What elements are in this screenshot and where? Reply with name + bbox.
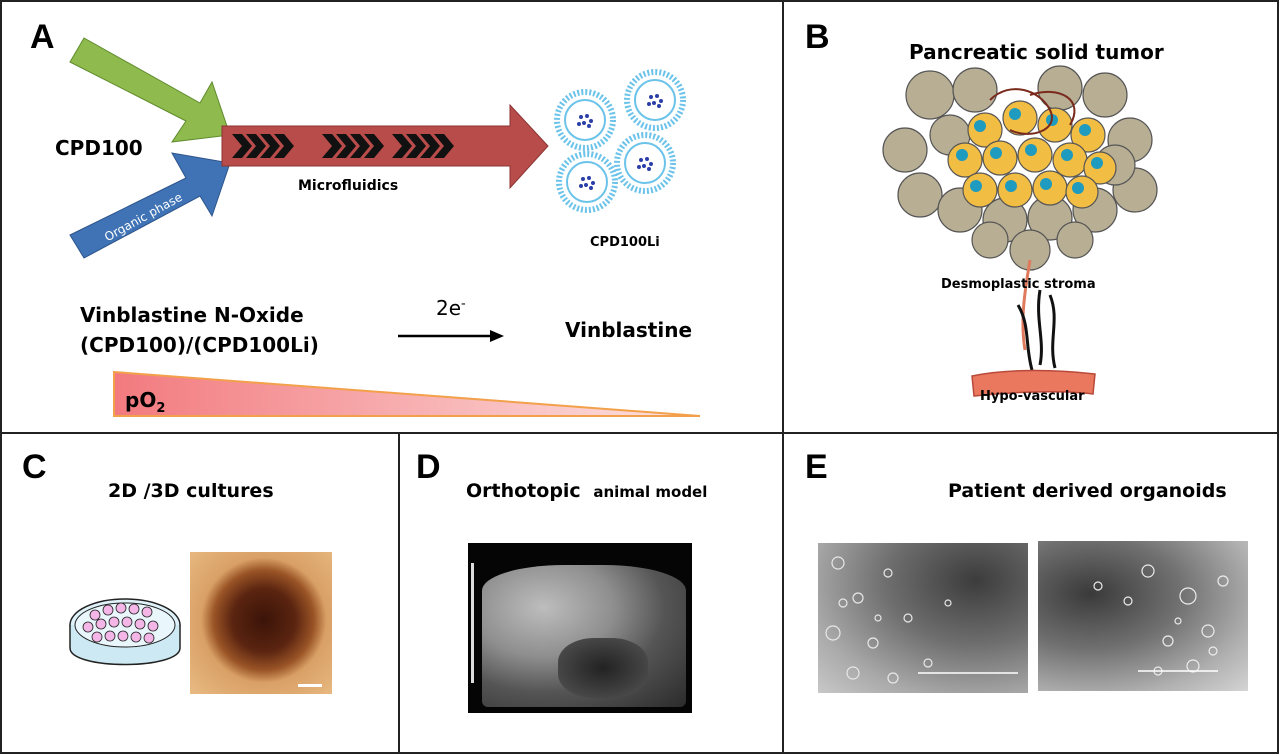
ultrasound-image [468, 543, 692, 713]
electrons-sup: - [461, 296, 466, 312]
chevron-group [232, 134, 454, 158]
panel-a-letter: A [30, 18, 55, 56]
ultrasound-dark-region [558, 638, 648, 698]
aqueous-phase-arrow [69, 37, 231, 143]
vessel [1016, 259, 1057, 371]
po2-sub: 2 [156, 401, 166, 416]
culture-dish [69, 598, 181, 666]
electrons-text: 2e [436, 296, 462, 320]
tumor-cell-cluster [882, 65, 1158, 271]
panel-e-letter: E [805, 448, 828, 486]
compound-label: CPD100 [55, 136, 143, 160]
panel-d-letter: D [416, 448, 441, 486]
reactant-line-2: (CPD100)/(CPD100Li) [80, 333, 319, 357]
stroma-label: Desmoplastic stroma [941, 277, 1096, 292]
scale-bar [298, 684, 322, 687]
result-label: Vinblastine [565, 318, 693, 342]
product-label: CPD100Li [590, 235, 660, 250]
po2-gradient-wedge [113, 370, 701, 417]
panel-c-letter: C [22, 448, 47, 486]
organoid-bubbles-1 [825, 556, 1018, 684]
organic-phase-arrow [69, 152, 231, 259]
cultures-title: 2D /3D cultures [108, 480, 274, 502]
ultrasound-depth-bar [471, 563, 474, 683]
reactant-line-1: Vinblastine N-Oxide [80, 303, 304, 327]
panel-e-frame [782, 432, 1279, 754]
organoid-micrograph-2 [1038, 541, 1248, 691]
organoids-title: Patient derived organoids [948, 480, 1227, 502]
orthotopic-title: Orthotopic animal model [466, 480, 707, 502]
microfluidics-label: Microfluidics [298, 178, 399, 194]
spheroid-micrograph [190, 552, 332, 694]
panel-b-graphic [882, 65, 1158, 397]
orthotopic-title-main: Orthotopic [466, 480, 581, 502]
po2-label: pO2 [125, 388, 165, 416]
stroma-fibers [989, 88, 1076, 135]
organoid-micrograph-1 [818, 543, 1028, 693]
liposome-group [554, 69, 686, 213]
orthotopic-title-rest: animal model [593, 483, 708, 501]
vascular-label: Hypo-vascular [980, 389, 1085, 404]
electrons-label: 2e- [436, 296, 466, 320]
po2-text: pO [125, 388, 157, 412]
panel-b-letter: B [805, 18, 830, 56]
vascular-band [971, 369, 1096, 397]
microfluidics-arrow [221, 103, 549, 190]
panel-a-graphic [69, 37, 701, 417]
tumor-title: Pancreatic solid tumor [909, 40, 1164, 64]
organoid-bubbles-2 [1093, 564, 1229, 676]
